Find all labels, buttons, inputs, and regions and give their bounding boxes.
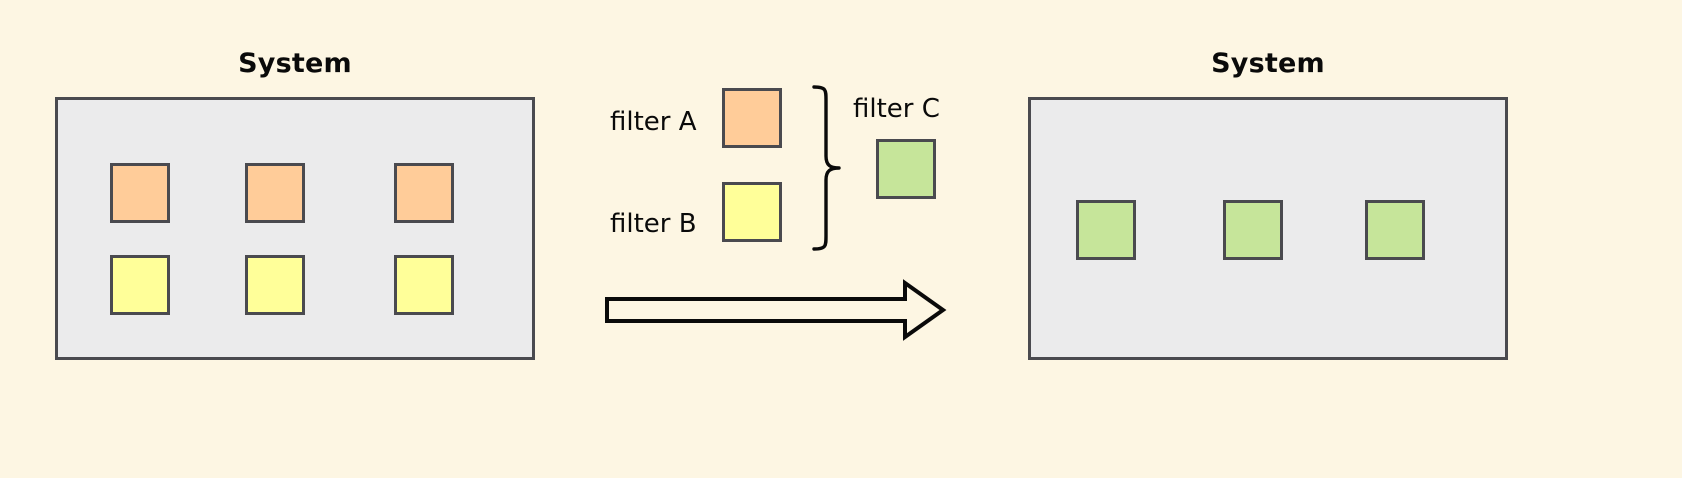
left-system-panel <box>55 97 535 360</box>
left-item-orange-2 <box>245 163 305 223</box>
right-item-green-2 <box>1223 200 1283 260</box>
right-item-green-1 <box>1076 200 1136 260</box>
filter-a-label: filter A <box>610 107 697 137</box>
filter-b-swatch <box>722 182 782 242</box>
left-item-orange-3 <box>394 163 454 223</box>
filter-a-swatch <box>722 88 782 148</box>
filter-c-label: filter C <box>853 94 940 124</box>
combining-brace-icon <box>812 85 841 251</box>
right-item-green-3 <box>1365 200 1425 260</box>
right-panel-title: System <box>1211 48 1325 79</box>
left-item-yellow-1 <box>110 255 170 315</box>
left-item-yellow-2 <box>245 255 305 315</box>
left-panel-title: System <box>238 48 352 79</box>
transform-arrow-icon <box>605 279 947 341</box>
left-item-yellow-3 <box>394 255 454 315</box>
filter-b-label: filter B <box>610 209 697 239</box>
filter-c-swatch <box>876 139 936 199</box>
left-item-orange-1 <box>110 163 170 223</box>
